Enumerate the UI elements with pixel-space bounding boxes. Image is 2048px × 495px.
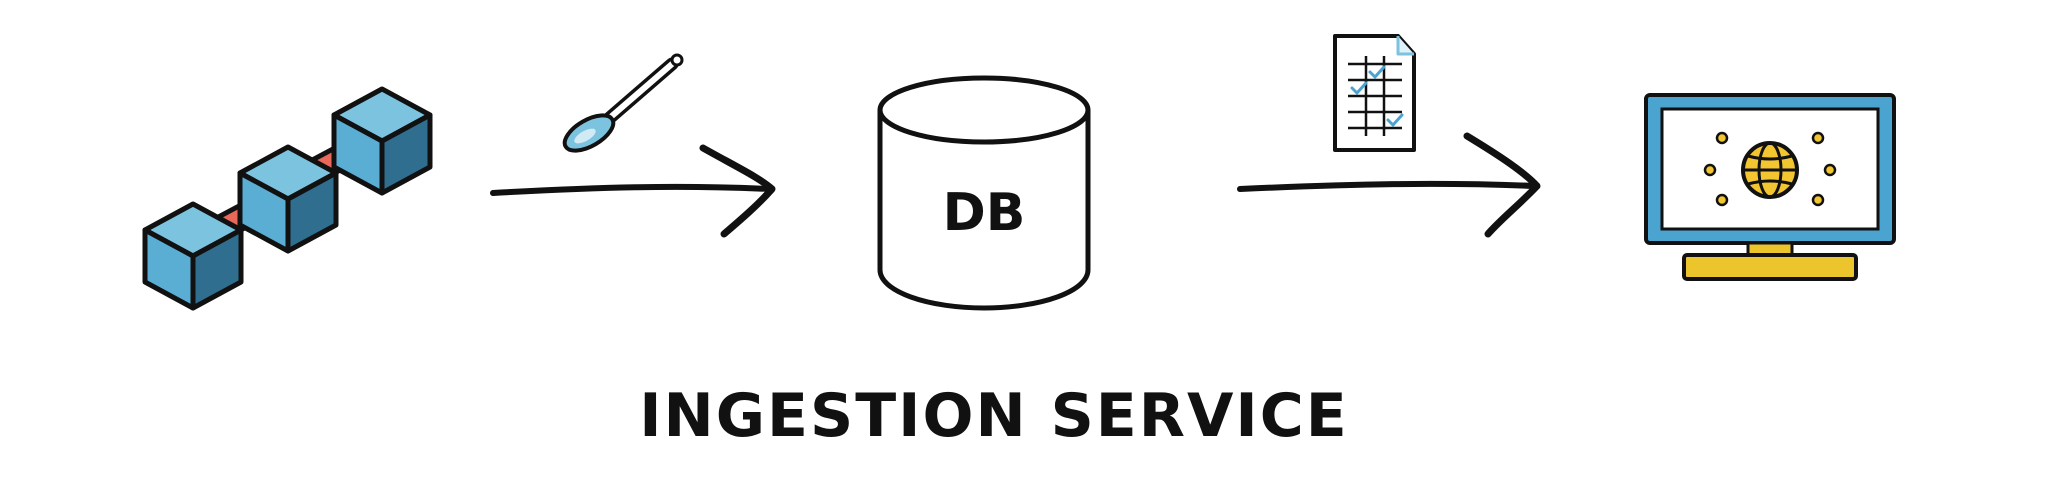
blockchain-blocks-icon (142, 86, 433, 311)
flow-arrow-2 (1237, 132, 1541, 238)
spoon-icon (562, 53, 684, 153)
database-label: DB (943, 183, 1026, 243)
spreadsheet-document-icon (1333, 34, 1416, 152)
globe-icon (1741, 141, 1799, 199)
diagram-caption: INGESTION SERVICE (639, 381, 1349, 451)
database-cylinder-icon: DB (877, 75, 1091, 311)
monitor-globe-icon (1644, 93, 1896, 281)
flow-arrow-1 (490, 144, 776, 238)
